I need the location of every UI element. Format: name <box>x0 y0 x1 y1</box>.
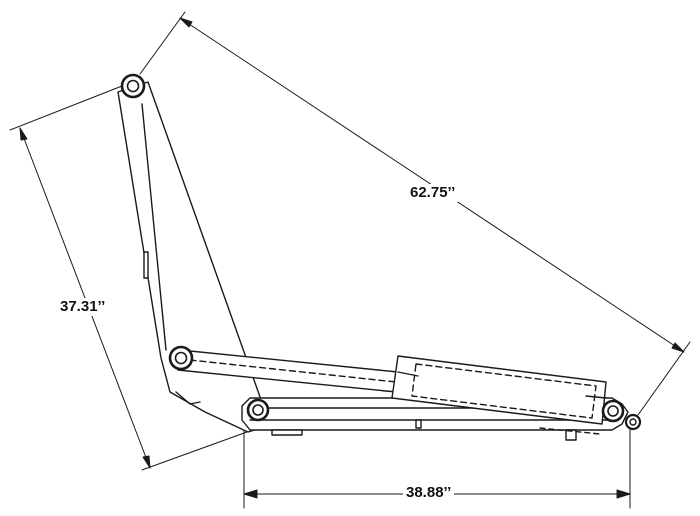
diagonal-arrow-top <box>179 17 193 28</box>
horizontal-dimension-label: 38.88’’ <box>403 484 455 502</box>
pivot-pins <box>120 73 642 431</box>
end-pivot-pin <box>624 413 642 431</box>
vertical-extension-bottom <box>141 427 259 471</box>
dimension-lines <box>9 11 691 509</box>
top-pivot-pin <box>120 73 146 99</box>
elbow-pivot-pin <box>168 345 194 371</box>
vertical-dimension-label: 37.31’’ <box>57 298 109 316</box>
base-right-pivot-pin <box>601 399 625 423</box>
diagonal-extension-top <box>139 11 186 75</box>
upright-arm <box>117 81 271 433</box>
vertical-arrow-top <box>19 127 28 141</box>
diagonal-dimension-label: 62.75’’ <box>407 184 459 202</box>
vertical-extension-top <box>9 85 123 131</box>
base-left-pivot-pin <box>246 398 270 422</box>
horizontal-arrow-right <box>616 489 631 499</box>
diagonal-arrow-bottom <box>671 342 685 353</box>
diagonal-extension-bottom <box>637 341 691 416</box>
horizontal-arrow-left <box>243 489 258 499</box>
vertical-arrow-bottom <box>142 455 151 469</box>
